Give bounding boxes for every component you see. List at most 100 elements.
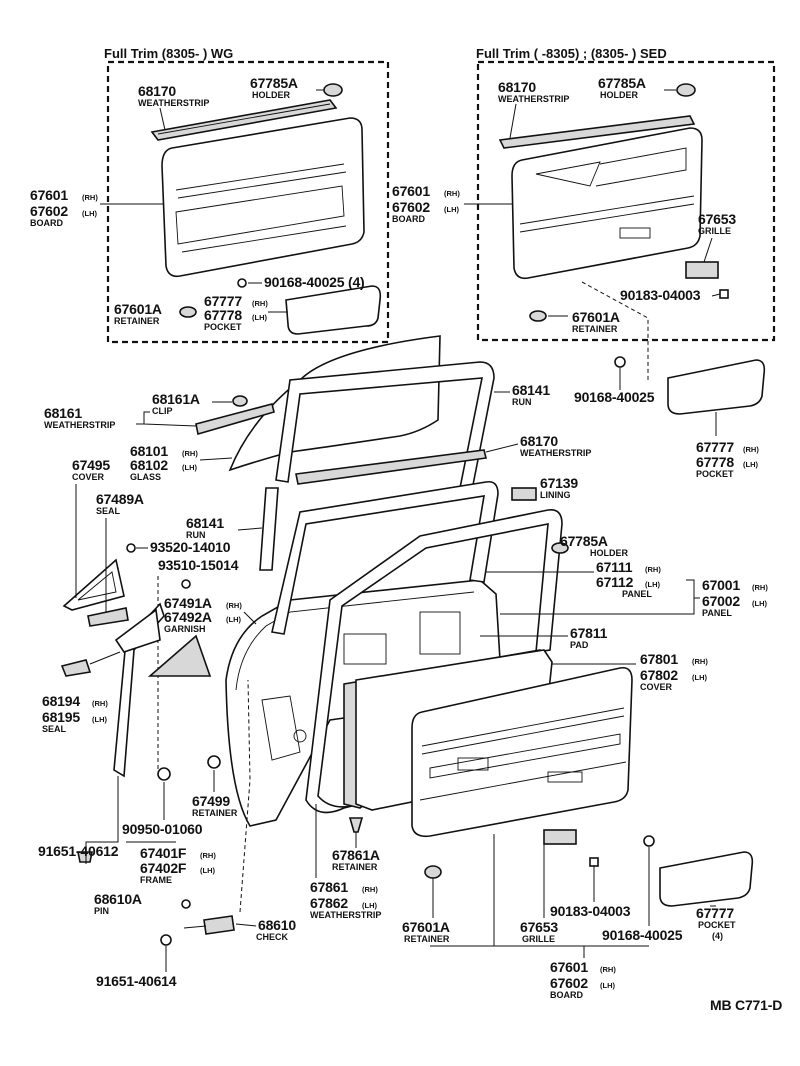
cover-door-name: COVER <box>640 682 673 692</box>
pocket-right-num2: 67778 <box>696 454 734 470</box>
wg-board-name: BOARD <box>30 218 63 228</box>
frame-num1: 67401F <box>140 845 187 861</box>
lining-num: 67139 <box>540 475 578 491</box>
frame-name: FRAME <box>140 875 172 885</box>
panel-inner-part <box>271 480 499 635</box>
glass-sfx1: (RH) <box>182 449 198 458</box>
weatherstrip-door-name: WEATHERSTRIP <box>310 910 381 920</box>
cover-mirror-name: COVER <box>72 472 105 482</box>
retainer-small-num: 67499 <box>192 793 230 809</box>
seal-mirror-name: SEAL <box>96 506 121 516</box>
holder-num: 67785A <box>560 533 608 549</box>
sed-box <box>476 60 776 342</box>
retainer-board-num: 67601A <box>402 919 450 935</box>
wg-screw-part <box>237 278 247 288</box>
cover-door-sfx2: (LH) <box>692 673 707 682</box>
sed-board-num2: 67602 <box>392 199 430 215</box>
panel-outer-sfx1: (RH) <box>752 583 768 592</box>
holder-name: HOLDER <box>590 548 629 558</box>
retainer-ws-num: 67861A <box>332 847 380 863</box>
wg-pocket-sfx1: (RH) <box>252 299 268 308</box>
wg-weatherstrip-part <box>150 99 338 141</box>
check-part <box>183 915 235 935</box>
grille-part <box>543 829 577 845</box>
pocket-bottom-part <box>659 851 754 907</box>
panel-outer-name: PANEL <box>702 608 732 618</box>
glass-name: GLASS <box>130 472 161 482</box>
cover-mirror-num: 67495 <box>72 457 110 473</box>
seal-corner-num2: 68195 <box>42 709 80 725</box>
sed-grille-part <box>685 261 719 279</box>
pad-name: PAD <box>570 640 589 650</box>
sed-board-name: BOARD <box>392 214 425 224</box>
garnish-part <box>114 608 212 677</box>
screw-pocket-part <box>614 356 626 368</box>
seal-corner-sfx1: (RH) <box>92 699 108 708</box>
sed-retainer-part <box>529 310 547 322</box>
sed-board-sfx1: (RH) <box>444 189 460 198</box>
weatherstrip-inner-part <box>295 449 487 485</box>
screw-bottom-num: 90168-40025 <box>602 927 683 943</box>
seal-corner-part <box>60 659 92 677</box>
wg-screw-num: 90168-40025 (4) <box>264 274 365 290</box>
wg-pocket-sfx2: (LH) <box>252 313 267 322</box>
bolt1-part <box>77 851 93 863</box>
sed-clip-part <box>719 289 729 299</box>
screw1-num: 93520-14010 <box>150 539 231 555</box>
garnish-num1: 67491A <box>164 595 212 611</box>
screw2-num: 93510-15014 <box>158 557 239 573</box>
board-part <box>411 666 633 838</box>
screw-bottom-part <box>643 835 655 847</box>
wg-header: Full Trim (8305- ) WG <box>104 46 233 61</box>
wg-board-sfx2: (LH) <box>82 209 97 218</box>
wg-holder-num: 67785A <box>250 75 298 91</box>
glass-part <box>228 335 441 472</box>
garnish-sfx1: (RH) <box>226 601 242 610</box>
sed-weatherstrip-name: WEATHERSTRIP <box>498 94 569 104</box>
panel-inner-num2: 67112 <box>596 574 634 590</box>
cover-door-num2: 67802 <box>640 667 678 683</box>
sed-weatherstrip-part <box>498 115 696 149</box>
weatherstrip-door-sfx1: (RH) <box>362 885 378 894</box>
grille-name: GRILLE <box>522 934 555 944</box>
seal-mirror-part <box>87 607 129 627</box>
wg-board-part <box>161 117 365 278</box>
wg-retainer-name: RETAINER <box>114 316 160 326</box>
holder-part <box>551 542 569 554</box>
sed-board-num1: 67601 <box>392 183 430 199</box>
frame-sfx1: (RH) <box>200 851 216 860</box>
board-num1: 67601 <box>550 959 588 975</box>
cover-door-sfx1: (RH) <box>692 657 708 666</box>
wg-board-num1: 67601 <box>30 187 68 203</box>
wg-holder-part <box>323 83 343 97</box>
wg-board-sfx1: (RH) <box>82 193 98 202</box>
pocket-right-num1: 67777 <box>696 439 734 455</box>
panel-inner-num1: 67111 <box>596 559 633 575</box>
sed-retainer-name: RETAINER <box>572 324 618 334</box>
lining-part <box>511 487 537 501</box>
wg-weatherstrip-num: 68170 <box>138 83 176 99</box>
panel-outer-num1: 67001 <box>702 577 740 593</box>
grille-num: 67653 <box>520 919 558 935</box>
wg-pocket-num1: 67777 <box>204 293 242 309</box>
clip-grille-num: 90183-04003 <box>550 903 631 919</box>
sed-holder-name: HOLDER <box>600 90 639 100</box>
check-name: CHECK <box>256 932 289 942</box>
cover-mirror-part <box>62 558 125 611</box>
run-top-part <box>275 361 495 491</box>
board-sfx2: (LH) <box>600 981 615 990</box>
pocket-right-part <box>667 359 766 415</box>
sed-holder-part <box>676 83 696 97</box>
wg-box <box>106 60 390 344</box>
weatherstrip-inner-num: 68170 <box>520 433 558 449</box>
glass-num1: 68101 <box>130 443 168 459</box>
bolt2-num: 91651-40614 <box>96 973 177 989</box>
weatherstrip-door-part <box>305 508 563 814</box>
pocket-right-name: POCKET <box>696 469 734 479</box>
wg-pocket-num2: 67778 <box>204 307 242 323</box>
retainer-small-name: RETAINER <box>192 808 238 818</box>
pocket-right-sfx2: (LH) <box>743 460 758 469</box>
cover-door-num1: 67801 <box>640 651 678 667</box>
weatherstrip-outer-name: WEATHERSTRIP <box>44 420 115 430</box>
